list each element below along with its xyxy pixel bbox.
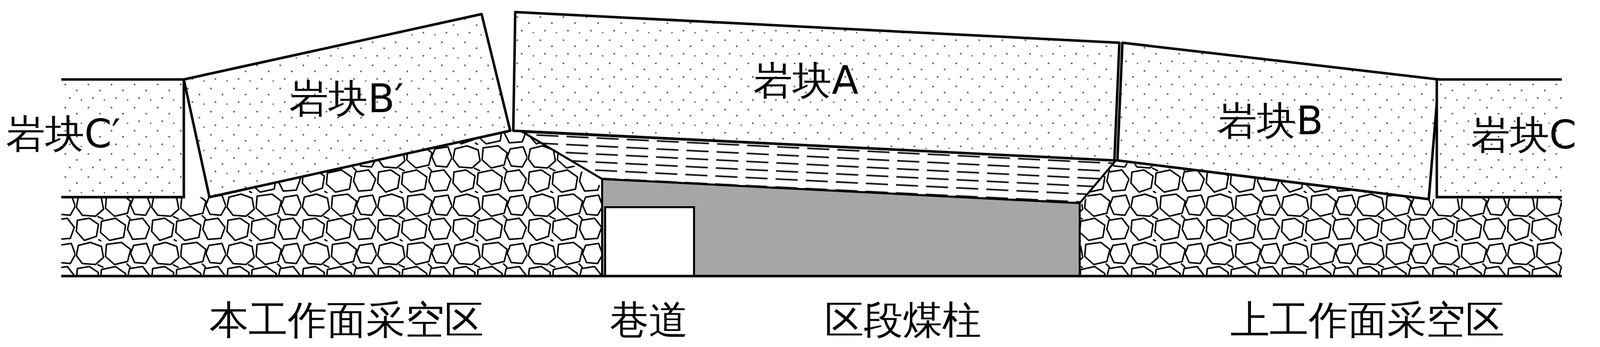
zone-label: 区段煤柱 <box>824 299 982 339</box>
zone-label: 本工作面采空区 <box>209 299 484 339</box>
coal-pillar <box>602 178 1080 276</box>
rock-block: 岩块C <box>1436 79 1562 197</box>
block-label: 岩块C′ <box>6 113 121 154</box>
rock-block: 岩块C′ <box>61 79 184 197</box>
block-label: 岩块C <box>1470 115 1577 155</box>
zone-label: 上工作面采空区 <box>1230 299 1505 339</box>
rock-block: 岩块B <box>1117 42 1439 199</box>
zone-label: 巷道 <box>609 299 689 339</box>
block-label: 岩块B <box>1217 100 1324 141</box>
block-label: 岩块B′ <box>289 78 404 119</box>
floor-line <box>61 274 1562 278</box>
rock-block: 岩块B′ <box>183 14 511 197</box>
rock-block: 岩块A <box>513 12 1120 161</box>
roadway <box>605 206 695 276</box>
block-label: 岩块A <box>753 60 859 100</box>
